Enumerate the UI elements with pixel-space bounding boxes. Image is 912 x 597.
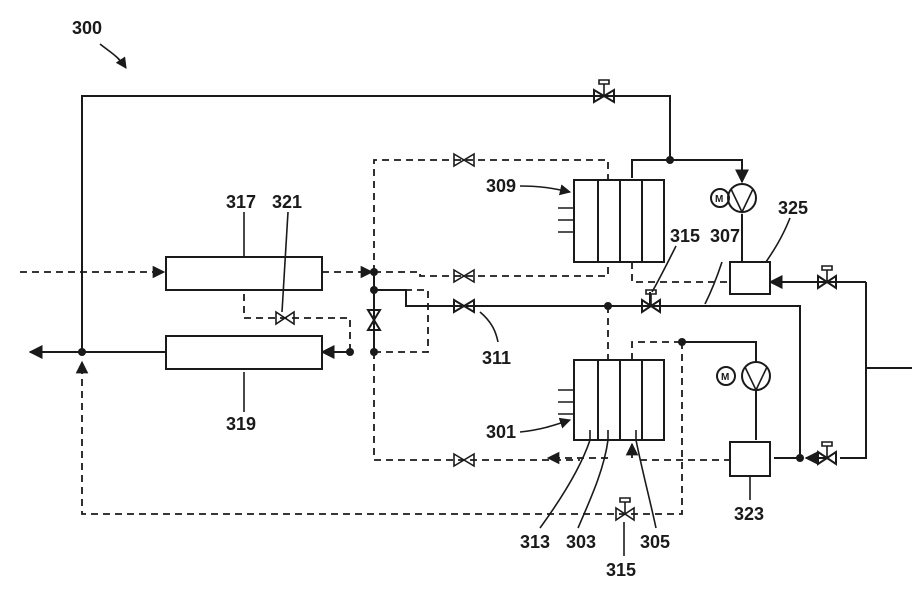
component-323 bbox=[730, 442, 770, 476]
motor-upper-label: M bbox=[715, 194, 723, 205]
label-321: 321 bbox=[272, 192, 302, 212]
label-303: 303 bbox=[566, 532, 596, 552]
fuel-cell-stack-309 bbox=[558, 180, 664, 262]
junction-dots bbox=[78, 156, 804, 462]
figure-pointer bbox=[100, 44, 126, 68]
label-315-bottom: 315 bbox=[606, 560, 636, 580]
label-301: 301 bbox=[486, 422, 516, 442]
pump-lower: M bbox=[717, 362, 770, 390]
label-305: 305 bbox=[640, 532, 670, 552]
label-311: 311 bbox=[482, 348, 511, 368]
label-317: 317 bbox=[226, 192, 256, 212]
label-307: 307 bbox=[710, 226, 740, 246]
fuel-cell-stack-301 bbox=[558, 360, 664, 440]
figure-label: 300 bbox=[72, 18, 102, 38]
label-325: 325 bbox=[778, 198, 808, 218]
label-323: 323 bbox=[734, 504, 764, 524]
component-325 bbox=[730, 262, 770, 294]
pump-upper: M bbox=[711, 184, 756, 212]
heat-exchanger-317 bbox=[166, 257, 322, 290]
label-319: 319 bbox=[226, 414, 256, 434]
label-309: 309 bbox=[486, 176, 516, 196]
dashed-lines bbox=[20, 160, 800, 514]
label-315-top: 315 bbox=[670, 226, 700, 246]
motor-lower-label: M bbox=[721, 372, 729, 383]
leader-lines bbox=[244, 186, 790, 556]
label-313: 313 bbox=[520, 532, 550, 552]
solid-lines bbox=[30, 96, 912, 458]
heat-exchanger-319 bbox=[166, 336, 322, 369]
